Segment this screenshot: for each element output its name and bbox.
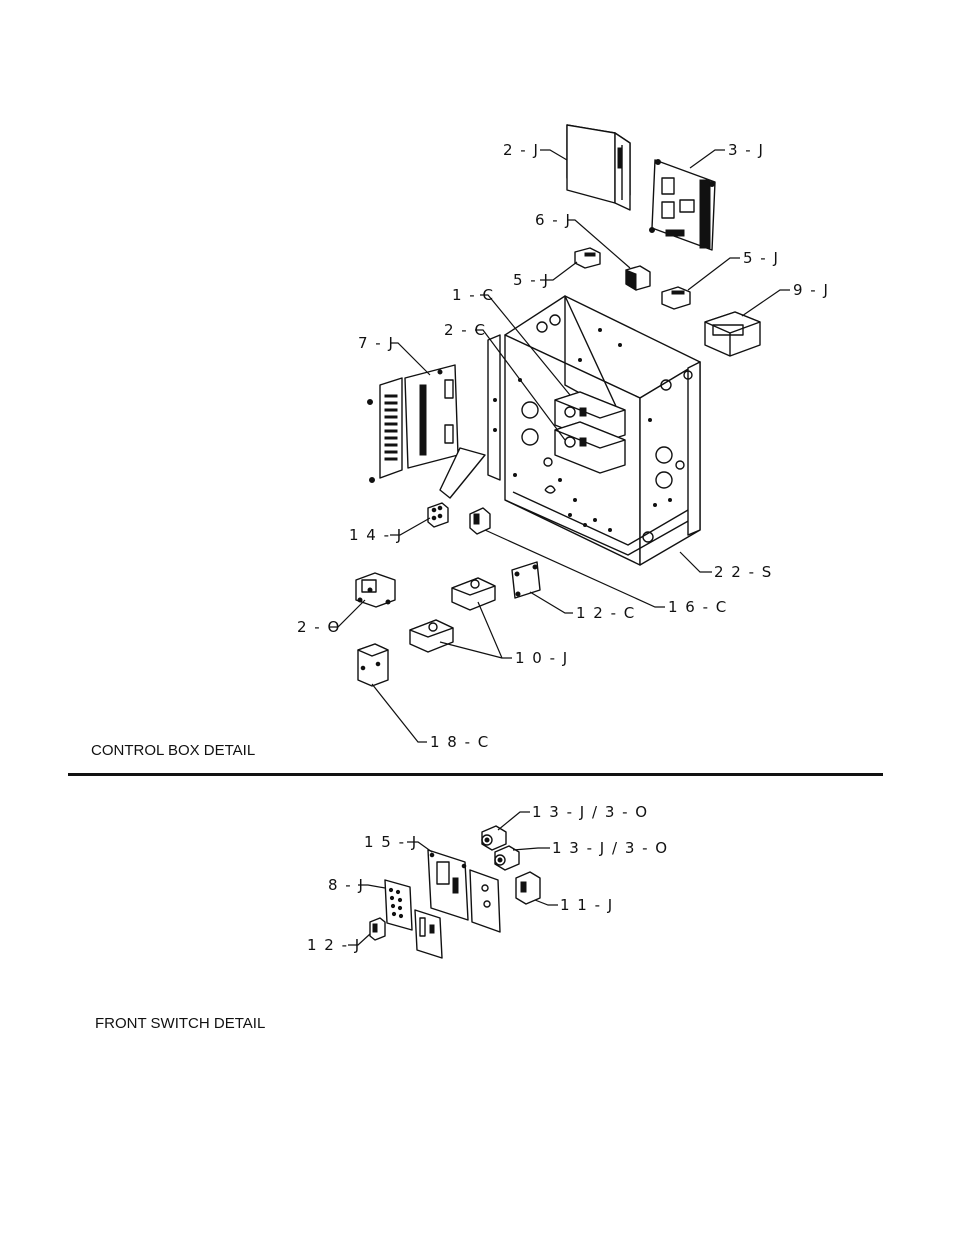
callout-2o: 2 - O <box>297 618 341 636</box>
callout-2j: 2 - J <box>503 141 539 159</box>
callout-13j-3o-lower: 1 3 - J / 3 - O <box>552 839 669 857</box>
part-5j-relay-left <box>574 247 601 269</box>
callout-7j: 7 - J <box>358 334 394 352</box>
part-shield-plate <box>439 447 486 499</box>
section-divider <box>68 773 883 776</box>
part-9j-transformer <box>704 311 761 357</box>
part-6j-relay <box>625 265 651 291</box>
callout-1c: 1 - C <box>452 286 494 304</box>
callout-8j: 8 - J <box>328 876 364 894</box>
callout-6j: 6 - J <box>535 211 571 229</box>
callout-10j: 1 0 - J <box>515 649 569 667</box>
callout-12j: 1 2 - J <box>307 936 361 954</box>
part-11j-breaker <box>515 871 541 905</box>
callout-14j: 1 4 - J <box>349 526 403 544</box>
callout-3j: 3 - J <box>728 141 764 159</box>
callout-9j: 9 - J <box>793 281 829 299</box>
part-7j-terminal-board <box>367 364 459 483</box>
part-2c-contactor <box>554 421 626 474</box>
callout-5j-right: 5 - J <box>743 249 779 267</box>
part-2o-transformer <box>355 572 396 608</box>
callout-5j-left: 5 - J <box>513 271 549 289</box>
part-13j-3o-switch-lower <box>494 845 520 871</box>
front-switch-detail-title: FRONT SWITCH DETAIL <box>95 1015 266 1032</box>
part-12j-rocker-switch <box>369 917 386 941</box>
callout-22s: 2 2 - S <box>714 563 773 581</box>
leader-lines-front-switch <box>348 811 558 946</box>
part-13j-3o-switch-upper <box>481 825 507 851</box>
control-box-detail-title: CONTROL BOX DETAIL <box>91 742 256 759</box>
part-16c-component <box>469 507 491 535</box>
part-18c-module <box>357 643 389 687</box>
callout-12c: 1 2 - C <box>576 604 636 622</box>
part-12c-board <box>511 561 541 599</box>
callout-13j-3o-upper: 1 3 - J / 3 - O <box>532 803 649 821</box>
part-15j-switch-panel <box>427 849 501 933</box>
part-10j-relay-upper <box>451 577 496 611</box>
callout-16c: 1 6 - C <box>668 598 728 616</box>
part-2j-module <box>566 124 631 211</box>
part-switch-nameplate <box>414 909 443 959</box>
part-3j-control-board <box>649 159 716 251</box>
part-10j-relay-lower <box>409 619 454 653</box>
callout-11j: 1 1 - J <box>560 896 614 914</box>
callout-15j: 1 5 - J <box>364 833 418 851</box>
leader-lines-control-box <box>330 149 790 743</box>
callout-18c: 1 8 - C <box>430 733 490 751</box>
part-8j-light-panel <box>384 879 413 931</box>
callout-2c: 2 - C <box>444 321 486 339</box>
part-5j-relay-right <box>661 286 691 310</box>
part-14j-terminal-block <box>427 502 449 528</box>
